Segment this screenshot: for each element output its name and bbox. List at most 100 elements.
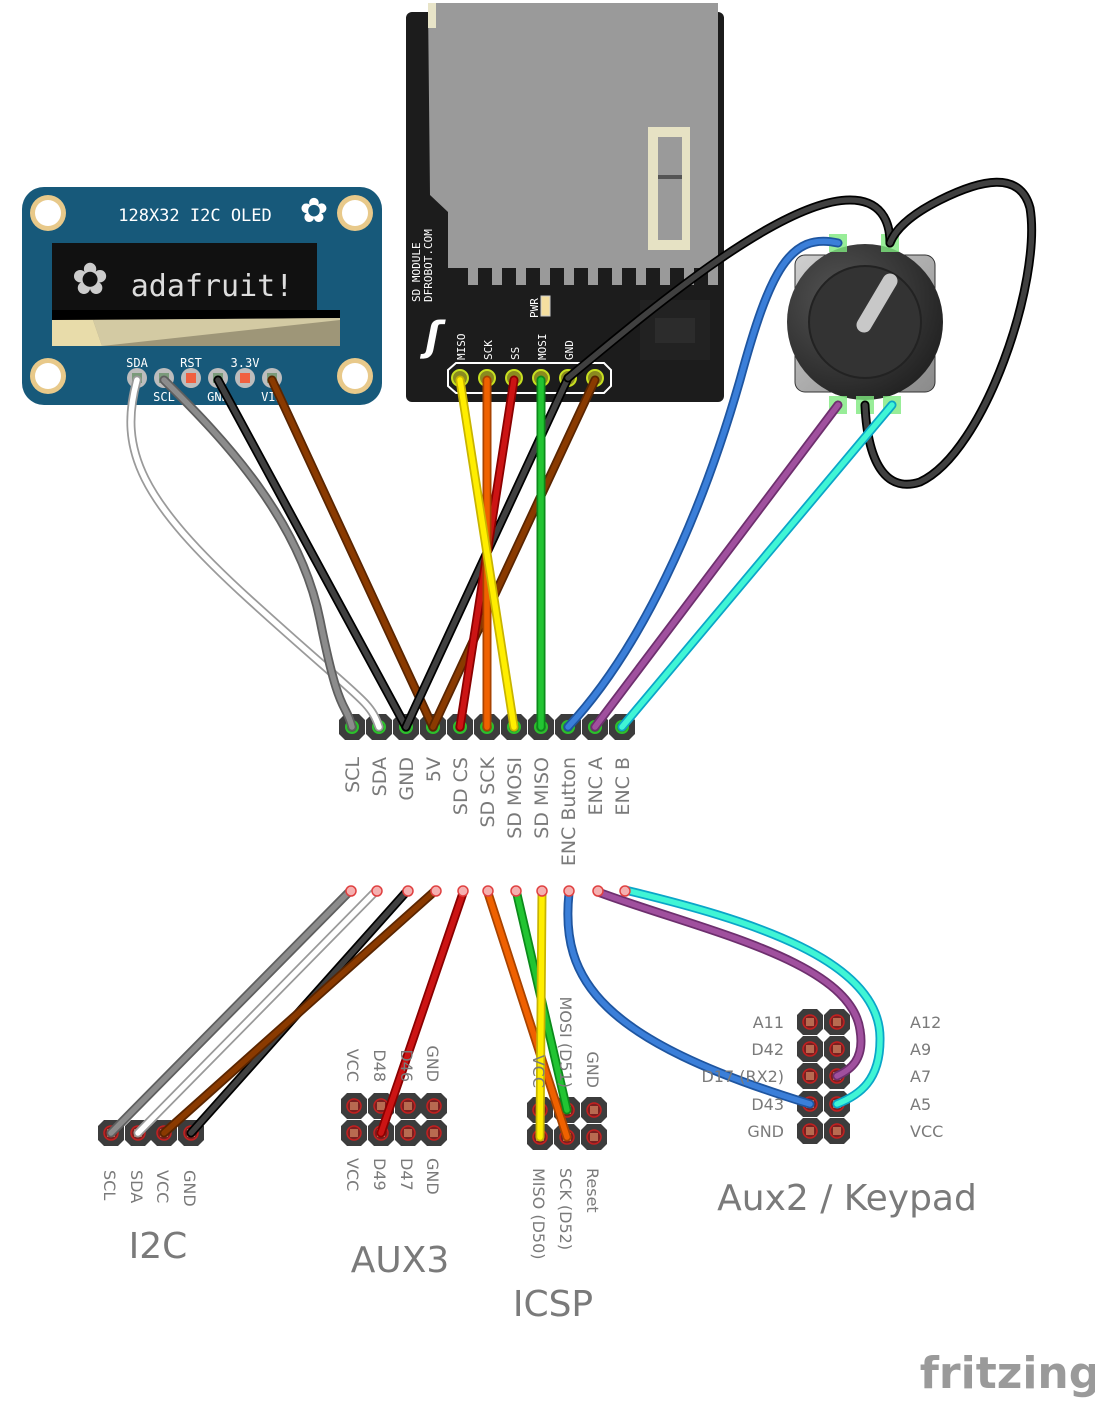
- adafruit-flower-icon: ✿: [300, 191, 329, 231]
- oled-sda-wire[interactable]: [126, 375, 384, 732]
- i2c-title: I2C: [129, 1226, 188, 1267]
- aux2-label: A9: [910, 1040, 931, 1059]
- sd-module-url: DFROBOT.COM: [422, 229, 435, 302]
- sd-pin-label: SS: [509, 347, 522, 360]
- icsp-label: SCK (D52): [556, 1168, 575, 1250]
- aux2-label: VCC: [910, 1122, 943, 1141]
- main-header-label: SD CS: [450, 757, 472, 815]
- icsp-label: GND: [583, 1051, 602, 1088]
- icsp-pin[interactable]: [581, 1124, 607, 1150]
- aux3-label: D46: [397, 1049, 416, 1082]
- oled-vin-wire[interactable]: [267, 375, 438, 732]
- aux3-pin[interactable]: [341, 1120, 367, 1146]
- aux3-pin[interactable]: [395, 1093, 421, 1119]
- oled-pin-label: SDA: [126, 356, 148, 370]
- encoder-loop-wire[interactable]: [860, 177, 1037, 489]
- icsp-title: ICSP: [513, 1284, 593, 1325]
- wire-end[interactable]: [457, 885, 469, 897]
- enc-button-wire[interactable]: [563, 236, 843, 732]
- aux2-a7-wire[interactable]: [593, 887, 866, 1081]
- aux3-label: D48: [370, 1049, 389, 1082]
- icsp-label: VCC: [529, 1055, 548, 1088]
- sd-pin-label: SCK: [482, 340, 495, 360]
- wire-end[interactable]: [482, 885, 494, 897]
- aux3-pin[interactable]: [421, 1120, 447, 1146]
- sd-pin-header-outline: [447, 362, 612, 394]
- aux3-pin[interactable]: [421, 1093, 447, 1119]
- aux2-label: A5: [910, 1095, 931, 1114]
- icsp-label: Reset: [583, 1168, 602, 1213]
- aux2-label: A12: [910, 1013, 941, 1032]
- main-header-label: SD MISO: [531, 757, 553, 839]
- main-header-label: SCL: [342, 757, 364, 793]
- aux2-pin[interactable]: [797, 1118, 823, 1144]
- pwr-led-label: PWR: [528, 298, 541, 318]
- pwr-led: [540, 295, 551, 317]
- enc-a-wire[interactable]: [590, 400, 843, 732]
- sd-vcc-wire[interactable]: [428, 375, 600, 732]
- rotary-encoder[interactable]: [787, 234, 943, 414]
- aux3-title: AUX3: [351, 1240, 450, 1281]
- wire-end[interactable]: [345, 885, 357, 897]
- aux3-pin[interactable]: [395, 1120, 421, 1146]
- aux2-pin[interactable]: [824, 1118, 850, 1144]
- wire-end[interactable]: [402, 885, 414, 897]
- enc-b-wire[interactable]: [617, 400, 897, 732]
- icsp-label: MOSI (D51): [556, 996, 575, 1088]
- oled-scl-wire[interactable]: [159, 375, 357, 732]
- aux3-label: GND: [423, 1045, 442, 1082]
- wire-end[interactable]: [536, 885, 548, 897]
- i2c-label: VCC: [153, 1170, 172, 1203]
- aux3-label: GND: [423, 1158, 442, 1195]
- wire-end[interactable]: [510, 885, 522, 897]
- i2c-scl-wire[interactable]: [106, 885, 356, 1138]
- aux2-pin[interactable]: [797, 1036, 823, 1062]
- oled-brand-text: adafruit!: [131, 269, 294, 304]
- aux3-d49-wire[interactable]: [376, 888, 468, 1138]
- wire-end[interactable]: [430, 885, 442, 897]
- aux3-label: VCC: [343, 1158, 362, 1191]
- encoder-pointer: [856, 273, 898, 333]
- i2c-vcc-wire[interactable]: [159, 885, 441, 1138]
- adafruit-flower-icon: ✿: [72, 254, 109, 305]
- aux3-pin[interactable]: [341, 1093, 367, 1119]
- sd-pin-label: GND: [563, 340, 576, 360]
- main-header-label: SD SCK: [477, 756, 499, 827]
- main-header-label: 5V: [423, 757, 445, 782]
- main-header-label: SD MOSI: [504, 757, 526, 839]
- i2c-label: SCL: [100, 1170, 119, 1200]
- aux2-pin[interactable]: [824, 1009, 850, 1035]
- oled-gnd-wire[interactable]: [213, 375, 411, 732]
- main-header-label: SDA: [369, 757, 391, 796]
- aux3-label: D47: [397, 1158, 416, 1191]
- icsp-sck-wire[interactable]: [483, 888, 572, 1142]
- sd-pin-label: MISO: [455, 334, 468, 361]
- aux2-label: A11: [753, 1013, 784, 1032]
- i2c-sda-wire[interactable]: [133, 885, 382, 1138]
- sd-card-slot: [428, 3, 718, 268]
- aux2-pin[interactable]: [824, 1036, 850, 1062]
- main-header-label: ENC B: [612, 757, 634, 816]
- aux2-pin[interactable]: [797, 1009, 823, 1035]
- sd-miso-wire[interactable]: [455, 375, 519, 732]
- oled-title: 128X32 I2C OLED: [118, 206, 272, 226]
- aux2-label: D42: [751, 1040, 784, 1059]
- aux3-label: VCC: [343, 1049, 362, 1082]
- wire-end[interactable]: [592, 885, 604, 897]
- aux2-d43-wire[interactable]: [563, 888, 815, 1109]
- sd-pin-label: MOSI: [536, 334, 549, 361]
- main-header-label: ENC A: [585, 757, 607, 816]
- icsp-pin[interactable]: [581, 1097, 607, 1123]
- aux2-a5-wire[interactable]: [620, 885, 885, 1109]
- wire-end[interactable]: [371, 885, 383, 897]
- main-header-label: GND: [396, 757, 418, 801]
- wire-end[interactable]: [619, 885, 631, 897]
- encoder-gnd-wire[interactable]: [563, 195, 895, 383]
- aux2-pin[interactable]: [797, 1063, 823, 1089]
- icsp-miso-wire[interactable]: [535, 888, 547, 1142]
- wire-end[interactable]: [563, 885, 575, 897]
- main-header-label: ENC Button: [558, 757, 580, 866]
